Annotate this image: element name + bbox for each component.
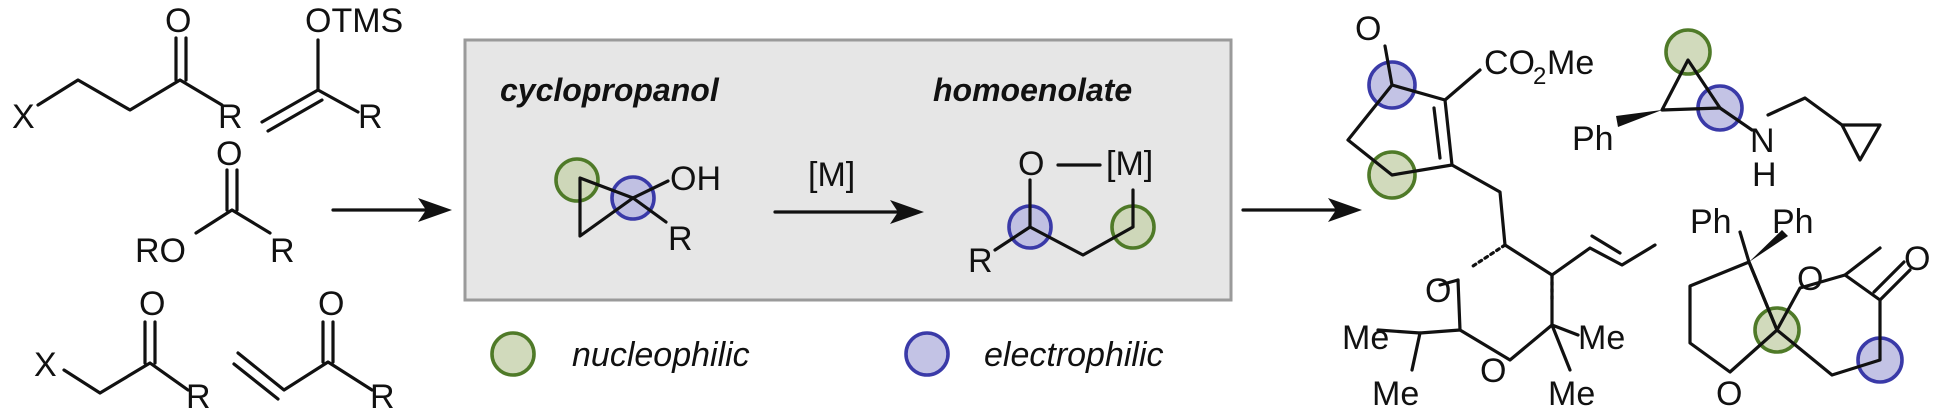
cyclopropanol-title: cyclopropanol bbox=[500, 72, 720, 108]
alpha-halo-ketone: X O R bbox=[34, 285, 211, 416]
transformation-box: cyclopropanol homoenolate OH R [M] O [M bbox=[463, 38, 1233, 302]
atom-o: O bbox=[1480, 352, 1506, 390]
atom-o: O bbox=[318, 285, 344, 323]
atom-me: Me bbox=[1548, 375, 1595, 413]
cyclopentenone-target: O CO 2 Me O O Me Me Me Me bbox=[1342, 10, 1657, 413]
atom-r: R bbox=[358, 98, 383, 136]
atom-o: O bbox=[1797, 260, 1823, 298]
beta-halo-ketone: X O R bbox=[12, 2, 243, 136]
atom-ph: Ph bbox=[1690, 203, 1732, 241]
atom-o: O bbox=[1904, 240, 1930, 278]
nucleophilic-site-marker bbox=[554, 157, 600, 203]
atom-o: O bbox=[1425, 272, 1451, 310]
atom-ro: RO bbox=[135, 232, 186, 270]
ester: RO O R bbox=[135, 135, 295, 270]
electrophilic-legend-swatch bbox=[904, 331, 950, 377]
arrow-to-box bbox=[331, 198, 452, 222]
atom-me: Me bbox=[1372, 375, 1419, 413]
atom-x: X bbox=[12, 98, 35, 136]
atom-o: O bbox=[139, 285, 165, 323]
legend: nucleophilic electrophilic bbox=[490, 331, 1164, 377]
silyl-enol-ether: OTMS R bbox=[260, 2, 403, 136]
atom-r: R bbox=[218, 98, 243, 136]
metal-reagent-arrow: [M] bbox=[773, 156, 924, 224]
atom-r: R bbox=[370, 378, 395, 416]
atom-me: Me bbox=[1342, 319, 1389, 357]
atom-otms: OTMS bbox=[305, 2, 403, 40]
nucleophilic-site-marker bbox=[1664, 28, 1712, 76]
atom-o: O bbox=[1716, 375, 1742, 413]
precursor-structures: X O R OTMS R RO O R X O R bbox=[12, 2, 403, 416]
atom-oh: OH bbox=[670, 160, 721, 198]
atom-h: H bbox=[1752, 156, 1777, 194]
cyclopropanol-structure: OH R bbox=[554, 157, 721, 258]
atom-r: R bbox=[968, 242, 993, 280]
cyclopropylamine-target: Ph N H bbox=[1572, 28, 1882, 194]
homoenolate-structure: O [M] R bbox=[968, 145, 1156, 280]
arrow-to-products bbox=[1241, 198, 1362, 222]
homoenolate-title: homoenolate bbox=[933, 72, 1132, 108]
atom-m: [M] bbox=[1106, 145, 1153, 183]
atom-o: O bbox=[1018, 145, 1044, 183]
atom-r: R bbox=[186, 378, 211, 416]
atom-n: N bbox=[1750, 122, 1775, 160]
atom-o: O bbox=[165, 2, 191, 40]
spirolactone-target: Ph Ph O O O bbox=[1688, 203, 1930, 413]
co2me-label: CO 2 Me bbox=[1484, 44, 1594, 90]
atom-ph: Ph bbox=[1772, 203, 1814, 241]
co2me-co: CO bbox=[1484, 44, 1535, 82]
atom-o: O bbox=[216, 135, 242, 173]
atom-o: O bbox=[1355, 10, 1381, 48]
atom-x: X bbox=[34, 346, 57, 384]
enone: O R bbox=[232, 285, 395, 416]
nucleophilic-legend-label: nucleophilic bbox=[572, 336, 750, 374]
co2me-subscript: 2 bbox=[1533, 63, 1546, 90]
atom-ph: Ph bbox=[1572, 120, 1614, 158]
reagent-label: [M] bbox=[808, 156, 855, 194]
co2me-me: Me bbox=[1547, 44, 1594, 82]
atom-me: Me bbox=[1578, 319, 1625, 357]
atom-r: R bbox=[270, 232, 295, 270]
atom-r: R bbox=[668, 220, 693, 258]
electrophilic-legend-label: electrophilic bbox=[984, 336, 1164, 374]
nucleophilic-legend-swatch bbox=[490, 331, 536, 377]
